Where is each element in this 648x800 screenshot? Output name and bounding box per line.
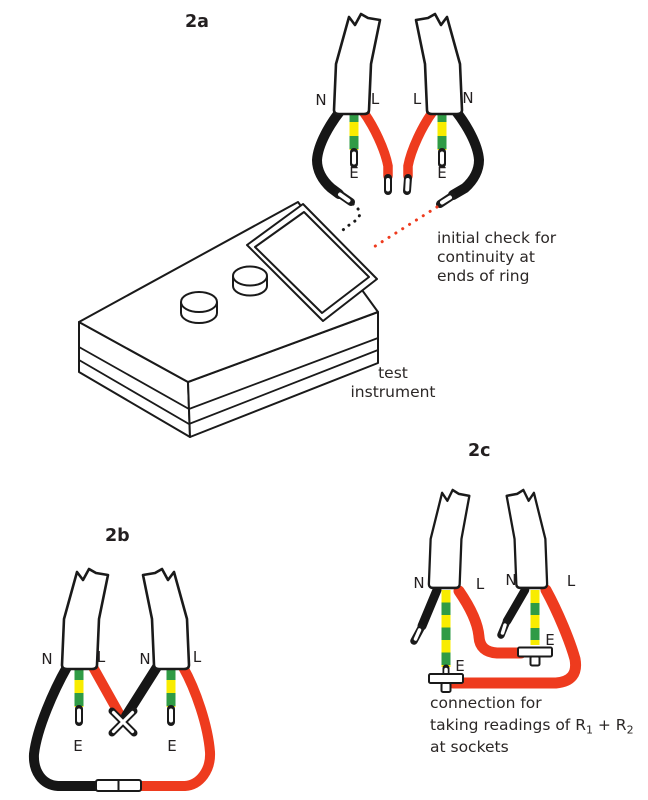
- label-neutral: N: [462, 89, 473, 107]
- label-live: L: [413, 90, 422, 108]
- label-earth: E: [167, 737, 176, 755]
- label-earth: E: [73, 737, 82, 755]
- cable-sheath: [427, 488, 471, 590]
- live-wire: [447, 584, 582, 689]
- instrument-knob-top[interactable]: [180, 291, 218, 313]
- caption-line: at sockets: [430, 738, 509, 756]
- neutral-wire: [311, 105, 346, 199]
- neutral-wire: [121, 662, 162, 721]
- terminal-stem: [440, 682, 452, 693]
- neutral-wire: [502, 585, 530, 626]
- dotted-lead-black: [341, 202, 362, 232]
- test-instrument: [78, 201, 379, 438]
- panel-label-2b: 2b: [105, 526, 130, 546]
- dotted-lead-red: [367, 205, 439, 252]
- live-wire: [403, 105, 439, 181]
- label-neutral: N: [315, 91, 326, 109]
- panel-2c: 2c N L N L E E: [410, 441, 634, 756]
- label-neutral: N: [41, 650, 52, 668]
- panel-label-2c: 2c: [468, 441, 491, 461]
- probe-tip-core: [413, 628, 422, 641]
- neutral-wire: [448, 105, 485, 200]
- label-earth: E: [349, 164, 358, 182]
- terminal-bar: [428, 673, 464, 684]
- label-neutral: N: [505, 571, 516, 589]
- instrument-case-seam: [78, 349, 379, 425]
- probe-tip-core: [500, 623, 507, 635]
- live-wire: [453, 585, 527, 659]
- annotation-line: continuity at: [437, 248, 535, 266]
- caption-line: taking readings of R1 + R2: [430, 716, 634, 737]
- cross-joint-core: [111, 710, 135, 734]
- label-neutral: N: [139, 650, 150, 668]
- label-neutral: N: [413, 574, 424, 592]
- cable-sheath: [414, 12, 464, 116]
- annotation-initial-check: initial check for continuity at ends of …: [437, 229, 557, 285]
- caption-line: connection for: [430, 694, 542, 712]
- label-earth: E: [455, 657, 464, 675]
- caption-line: test: [378, 364, 408, 382]
- live-wire: [134, 662, 216, 791]
- label-live: L: [476, 575, 485, 593]
- probe-tip-core: [440, 195, 452, 205]
- caption-connection: connection for taking readings of R1 + R…: [430, 694, 634, 756]
- label-earth: E: [545, 631, 554, 649]
- caption-line: instrument: [350, 383, 435, 401]
- label-live: L: [371, 90, 380, 108]
- panel-label-2a: 2a: [185, 12, 209, 32]
- instrument-case-seam: [78, 337, 379, 410]
- panel-2b: 2b N L N L E E: [28, 526, 216, 792]
- label-live: L: [193, 648, 202, 666]
- instrument-knob-top[interactable]: [232, 265, 268, 287]
- live-wire: [357, 105, 393, 181]
- label-live: L: [567, 572, 576, 590]
- label-earth: E: [437, 164, 446, 182]
- earth-terminal: [517, 646, 553, 667]
- neutral-wire: [417, 585, 442, 631]
- neutral-wire: [28, 662, 105, 791]
- panel-2a: N L L N E E 2a initial check for continu…: [78, 12, 557, 438]
- live-wire: [88, 662, 126, 722]
- probe-tip-core: [405, 178, 410, 192]
- earth-terminal: [428, 673, 464, 693]
- probe-tip-core: [338, 192, 351, 203]
- annotation-line: ends of ring: [437, 267, 529, 285]
- annotation-line: initial check for: [437, 229, 557, 247]
- instrument-display: [254, 211, 370, 314]
- label-live: L: [97, 648, 106, 666]
- caption-test-instrument: test instrument: [350, 364, 435, 401]
- terminal-stem: [529, 655, 541, 667]
